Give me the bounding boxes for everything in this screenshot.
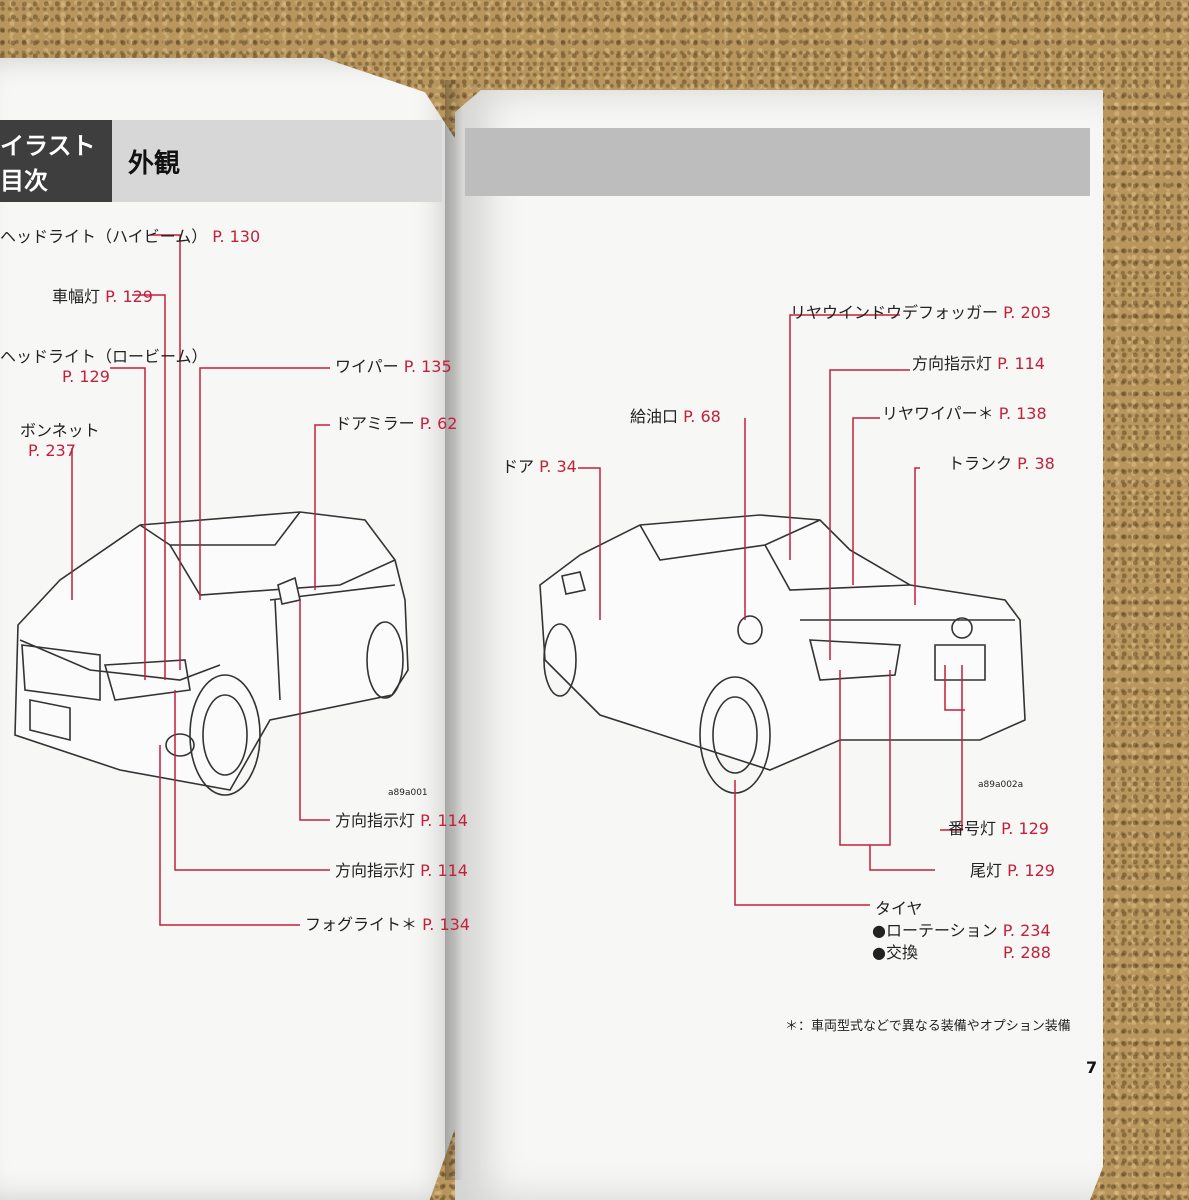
label-tire-rotation: ●ローテーション P. 234 — [872, 921, 1051, 940]
label-rear-defogger: リヤウインドウデフォッガー P. 203 — [790, 303, 1051, 322]
label-fog-light: フォグライト＊ P. 134 — [305, 915, 470, 934]
label-bonnet: ボンネット — [20, 421, 100, 440]
label-turn-signal-2: 方向指示灯 P. 114 — [335, 861, 468, 880]
front-car-drawing — [14, 511, 409, 796]
label-turn-signal-1: 方向指示灯 P. 114 — [335, 811, 468, 830]
figure-code-right: a89a002a — [978, 780, 1024, 790]
label-tire-replace: ●交換 — [872, 943, 918, 962]
label-door-mirror: ドアミラー P. 62 — [335, 414, 458, 433]
label-fuel-door: 給油口 P. 68 — [630, 407, 721, 426]
label-wiper: ワイパー P. 135 — [335, 357, 452, 376]
figure-code-left: a89a001 — [388, 788, 428, 798]
label-bonnet-page: P. 237 — [28, 441, 76, 460]
label-tail-light: 尾灯 P. 129 — [970, 861, 1055, 880]
section-title: 外観 — [112, 120, 442, 202]
tab-illustration-index: イラスト目次 — [0, 120, 112, 202]
rear-car-drawing — [539, 514, 1026, 794]
label-clearance-light: 車幅灯 P. 129 — [52, 287, 153, 306]
right-header-bar — [465, 128, 1090, 196]
label-headlight-low: ヘッドライト（ロービーム） — [0, 347, 208, 366]
label-tire: タイヤ — [875, 899, 923, 918]
label-trunk: トランク P. 38 — [948, 454, 1055, 473]
page-number: 7 — [1086, 1058, 1098, 1077]
label-door: ドア P. 34 — [502, 457, 577, 476]
label-rear-wiper: リヤワイパー＊ P. 138 — [882, 404, 1047, 423]
label-license-light: 番号灯 P. 129 — [948, 819, 1049, 838]
book-gutter — [445, 80, 475, 1180]
footnote: ＊：車両型式などで異なる装備やオプション装備 — [785, 1019, 1071, 1034]
label-headlight-low-page: P. 129 — [62, 367, 110, 386]
label-tire-replace-page: P. 288 — [1003, 943, 1051, 962]
left-leader-lines — [71, 234, 330, 926]
label-rear-turn-signal: 方向指示灯 P. 114 — [912, 354, 1045, 373]
label-headlight-high: ヘッドライト（ハイビーム） P. 130 — [0, 227, 261, 246]
right-leader-lines — [578, 314, 965, 906]
